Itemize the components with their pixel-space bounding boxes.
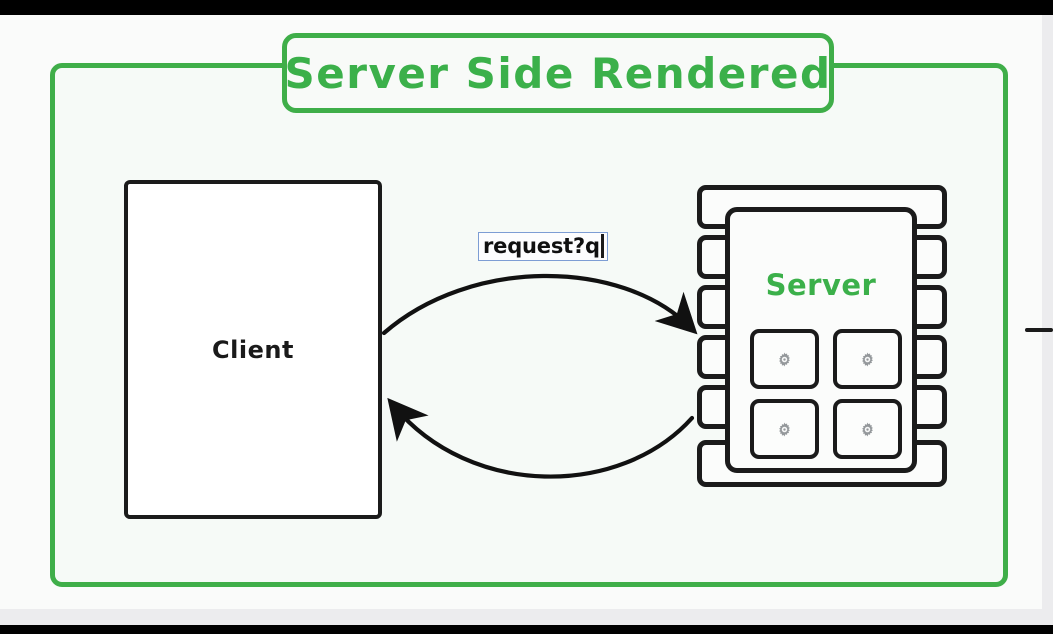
client-label: Client xyxy=(212,335,294,364)
request-annotation-text: request?q xyxy=(483,234,600,258)
letterbox-top xyxy=(0,0,1053,15)
server-unit[interactable] xyxy=(750,399,819,459)
diagram-title-box[interactable]: Server Side Rendered xyxy=(282,33,834,113)
client-node[interactable]: Client xyxy=(124,180,382,519)
server-unit[interactable] xyxy=(750,329,819,389)
server-unit[interactable] xyxy=(833,399,902,459)
server-label: Server xyxy=(765,268,877,302)
gear-icon xyxy=(862,422,873,436)
page-title: Server Side Rendered xyxy=(284,48,832,98)
gear-icon xyxy=(862,352,873,366)
server-unit-grid xyxy=(750,329,902,459)
text-cursor xyxy=(600,234,604,258)
server-chassis[interactable]: Server xyxy=(725,207,917,473)
gear-icon xyxy=(779,352,790,366)
server-node[interactable]: Server xyxy=(694,185,950,493)
server-unit[interactable] xyxy=(833,329,902,389)
partial-ink-stroke xyxy=(1025,328,1053,332)
request-annotation-textbox[interactable]: request?q xyxy=(478,232,608,261)
letterbox-bottom xyxy=(0,625,1053,634)
gear-icon xyxy=(779,422,790,436)
